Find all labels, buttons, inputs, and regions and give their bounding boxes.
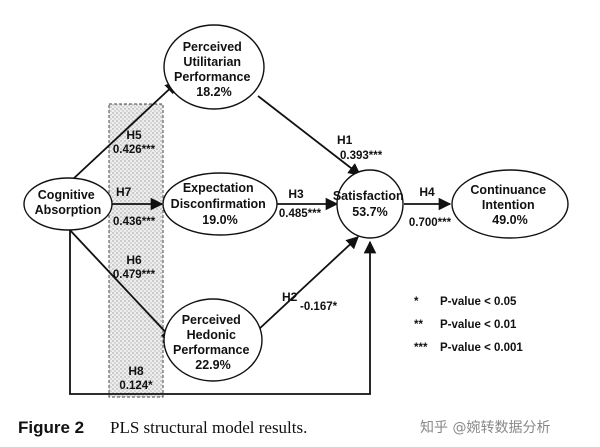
legend-text-3: P-value < 0.001 (440, 342, 523, 354)
path-h7-label: H7 (116, 185, 132, 199)
path-h1-label: H1 (337, 133, 353, 147)
figure-caption-label: Figure 2 (18, 418, 84, 437)
node-perceived-utilitarian-performance-label: Perceived Utilitarian Performance 18.2% (174, 40, 254, 99)
node-satisfaction (336, 169, 404, 239)
path-h7-coefficient: 0.436*** (113, 216, 156, 228)
node-cognitive-absorption (23, 177, 113, 231)
legend-mark-2: ** (414, 319, 423, 331)
legend-text-1: P-value < 0.05 (440, 296, 517, 308)
node-perceived-hedonic-performance (163, 298, 263, 382)
path-h4-coefficient: 0.700*** (409, 217, 452, 229)
path-h5-coefficient: 0.426*** (113, 144, 156, 156)
path-h3-label: H3 (288, 187, 304, 201)
figure-caption-text: PLS structural model results. (110, 418, 307, 437)
node-cognitive-absorption-label: Cognitive Absorption (35, 188, 102, 217)
node-perceived-utilitarian-performance (163, 24, 265, 110)
legend-text-2: P-value < 0.01 (440, 319, 517, 331)
node-perceived-hedonic-performance-label: Perceived Hedonic Performance 22.9% (173, 313, 253, 372)
path-h3-coefficient: 0.485*** (279, 208, 322, 220)
legend-mark-1: * (414, 296, 419, 308)
node-continuance-intention-label: Continuance Intention 49.0% (470, 183, 549, 227)
path-h8-label: H8 (128, 364, 144, 378)
watermark: 知乎 @婉转数据分析 (420, 419, 550, 436)
path-h2-label: H2 (282, 290, 298, 304)
node-satisfaction-label: Satisfaction 53.7% (333, 189, 407, 219)
arrow-h5 (71, 81, 178, 181)
path-h4-label: H4 (419, 185, 435, 199)
arrow-h6 (67, 227, 174, 341)
path-h2-coefficient: -0.167* (300, 301, 338, 313)
legend-mark-3: *** (414, 342, 428, 354)
node-continuance-intention (451, 169, 569, 239)
path-h1-coefficient: 0.393*** (340, 150, 383, 162)
node-expectation-disconfirmation (162, 172, 278, 236)
significance-legend: * P-value < 0.05 ** P-value < 0.01 *** P… (414, 296, 523, 354)
arrow-h1 (257, 95, 361, 176)
path-h8-coefficient: 0.124* (119, 380, 153, 392)
node-expectation-disconfirmation-label: Expectation Disconfirmation 19.0% (171, 181, 270, 227)
arrow-h2 (257, 236, 359, 331)
shaded-band (108, 103, 164, 398)
path-h6-coefficient: 0.479*** (113, 269, 156, 281)
path-h6-label: H6 (126, 253, 142, 267)
path-h5-label: H5 (126, 128, 142, 142)
arrow-h8 (69, 230, 377, 395)
